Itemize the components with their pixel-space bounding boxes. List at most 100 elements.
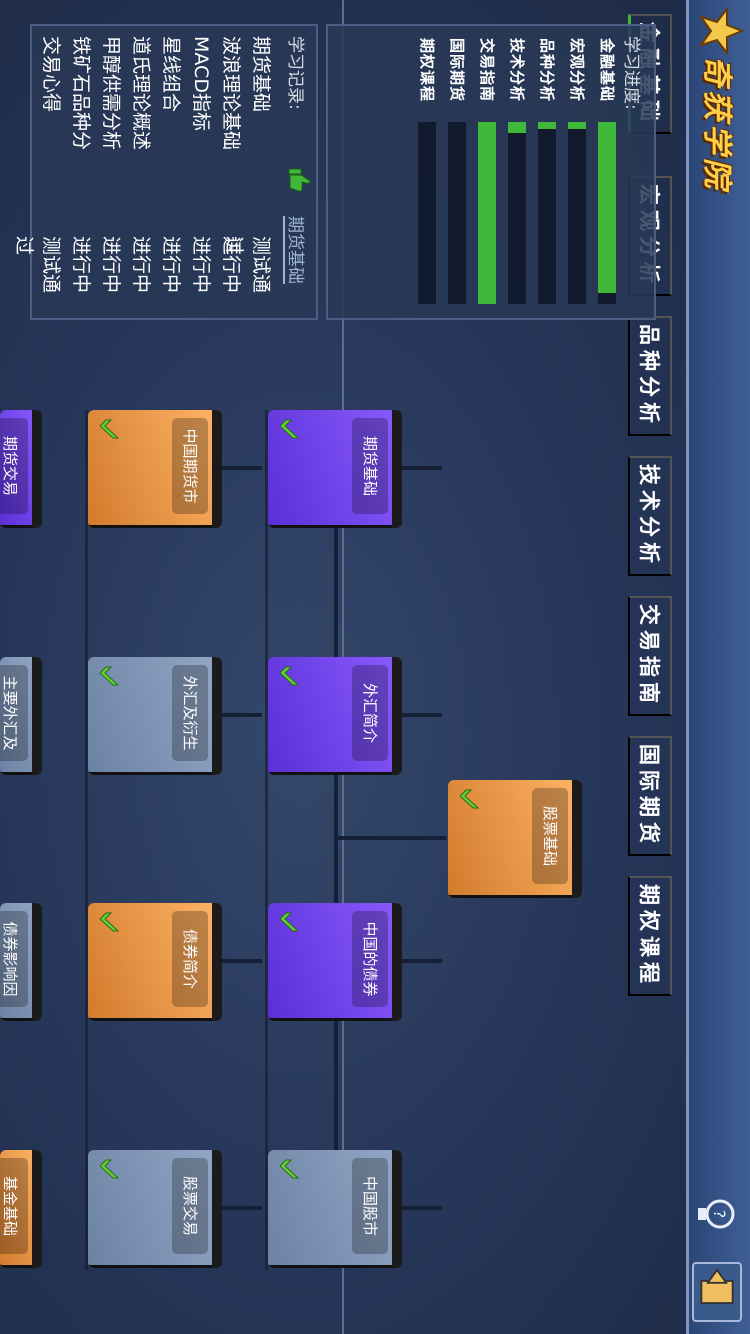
book-title: 中国期货市 bbox=[172, 418, 208, 514]
progress-row: 国际期货 bbox=[446, 38, 468, 308]
tree-bus bbox=[334, 466, 338, 1216]
course-book[interactable]: 债券简介 bbox=[88, 903, 222, 1021]
tree-link bbox=[222, 959, 262, 963]
record-title: 甲醇供需分析 bbox=[100, 36, 122, 151]
progress-fill bbox=[508, 122, 526, 133]
book-spine bbox=[392, 1150, 402, 1268]
record-status: 进行中 bbox=[70, 236, 92, 294]
book-spine bbox=[32, 657, 42, 775]
book-title: 股票基础 bbox=[532, 788, 568, 884]
book-spine bbox=[212, 1150, 222, 1268]
record-row[interactable]: 波浪理论基础进行中 bbox=[218, 36, 246, 306]
course-book[interactable]: 期货基础 bbox=[268, 410, 402, 528]
book-title: 中国股市 bbox=[352, 1158, 388, 1254]
record-row[interactable]: MACD指标进行中 bbox=[188, 36, 216, 306]
record-row[interactable]: 甲醇供需分析进行中 bbox=[98, 36, 126, 306]
course-book[interactable]: 股票交易 bbox=[88, 1150, 222, 1268]
record-row[interactable]: 交易心得测试通过 bbox=[13, 36, 66, 306]
record-status: 测试通过 bbox=[13, 236, 62, 294]
book-spine bbox=[212, 903, 222, 1021]
progress-bar bbox=[418, 122, 436, 304]
book-spine bbox=[212, 657, 222, 775]
progress-label: 期权课程 bbox=[418, 38, 436, 103]
tree-link bbox=[402, 713, 442, 717]
book-spine bbox=[32, 410, 42, 528]
progress-label: 交易指南 bbox=[478, 38, 496, 103]
course-book[interactable]: 债券影响因 bbox=[0, 903, 42, 1021]
tab-technical-analysis[interactable]: 技术分析 bbox=[628, 456, 672, 576]
book-title: 基金基础 bbox=[0, 1158, 28, 1254]
progress-label: 品种分析 bbox=[538, 38, 556, 103]
thumbs-up-icon bbox=[288, 168, 311, 192]
tree-link bbox=[222, 713, 262, 717]
progress-row: 技术分析 bbox=[506, 38, 528, 308]
progress-panel: 学习进度: 金融基础宏观分析品种分析技术分析交易指南国际期货期权课程 bbox=[326, 24, 656, 320]
progress-fill bbox=[478, 122, 496, 304]
record-status: 进行中 bbox=[190, 236, 212, 294]
record-status: 进行中 bbox=[220, 236, 242, 294]
exit-door-icon[interactable] bbox=[692, 1262, 742, 1322]
course-book[interactable]: 外汇及衍生 bbox=[88, 657, 222, 775]
record-row[interactable]: 道氏理论概述进行中 bbox=[128, 36, 156, 306]
checkmark-icon bbox=[100, 1159, 120, 1179]
course-book[interactable]: 中国的债券 bbox=[268, 903, 402, 1021]
book-title: 债券影响因 bbox=[0, 911, 28, 1007]
record-title: 道氏理论概述 bbox=[130, 36, 152, 151]
book-spine bbox=[392, 410, 402, 528]
page-title: 奇获学院 bbox=[699, 56, 734, 192]
course-book[interactable]: 外汇简介 bbox=[268, 657, 402, 775]
record-title: 铁矿石品种分 bbox=[70, 36, 92, 151]
course-book[interactable]: 中国股市 bbox=[268, 1150, 402, 1268]
book-title: 期货基础 bbox=[352, 418, 388, 514]
lightbulb-help-icon[interactable]: ? bbox=[694, 1190, 738, 1238]
record-title: 星线组合 bbox=[160, 36, 182, 113]
book-title: 债券简介 bbox=[172, 911, 208, 1007]
tree-link bbox=[402, 1206, 442, 1210]
records-heading: 学习记录: bbox=[285, 36, 305, 110]
record-status: 进行中 bbox=[160, 236, 182, 294]
tab-commodity-analysis[interactable]: 品种分析 bbox=[628, 316, 672, 436]
tree-row-line bbox=[265, 410, 268, 1270]
record-row[interactable]: 星线组合进行中 bbox=[158, 36, 186, 306]
course-book[interactable]: 中国期货市 bbox=[88, 410, 222, 528]
tree-link bbox=[222, 466, 262, 470]
progress-bar bbox=[448, 122, 466, 304]
record-status: 进行中 bbox=[100, 236, 122, 294]
record-row[interactable]: 期货基础测试通过 bbox=[223, 36, 276, 306]
tree-link bbox=[402, 466, 442, 470]
book-spine bbox=[392, 903, 402, 1021]
book-spine bbox=[392, 657, 402, 775]
progress-row: 宏观分析 bbox=[566, 38, 588, 308]
record-title: 期货基础 bbox=[250, 36, 272, 113]
records-tab-label[interactable]: 期货基础 bbox=[283, 216, 310, 284]
tab-international-futures[interactable]: 国际期货 bbox=[628, 736, 672, 856]
checkmark-icon bbox=[280, 666, 300, 686]
progress-heading: 学习进度: bbox=[621, 36, 641, 110]
record-title: 交易心得 bbox=[40, 36, 62, 113]
progress-label: 国际期货 bbox=[448, 38, 466, 103]
course-book[interactable]: 期货交易 bbox=[0, 410, 42, 528]
book-title: 期货交易 bbox=[0, 418, 28, 514]
record-row[interactable]: 铁矿石品种分进行中 bbox=[68, 36, 96, 306]
book-spine bbox=[572, 780, 582, 898]
course-book-root[interactable]: 股票基础 bbox=[448, 780, 582, 898]
book-title: 中国的债券 bbox=[352, 911, 388, 1007]
progress-row: 品种分析 bbox=[536, 38, 558, 308]
progress-label: 宏观分析 bbox=[568, 38, 586, 103]
progress-bar bbox=[508, 122, 526, 304]
course-book[interactable]: 主要外汇及 bbox=[0, 657, 42, 775]
checkmark-icon bbox=[280, 912, 300, 932]
tab-trading-guide[interactable]: 交易指南 bbox=[628, 596, 672, 716]
checkmark-icon bbox=[100, 666, 120, 686]
course-book[interactable]: 基金基础 bbox=[0, 1150, 42, 1268]
progress-bar bbox=[478, 122, 496, 304]
progress-bar bbox=[568, 122, 586, 304]
record-status: 进行中 bbox=[130, 236, 152, 294]
progress-row: 金融基础 bbox=[596, 38, 618, 308]
tab-options-course[interactable]: 期权课程 bbox=[628, 876, 672, 996]
tree-root-link bbox=[336, 836, 446, 840]
progress-fill bbox=[538, 122, 556, 130]
progress-bar bbox=[538, 122, 556, 304]
